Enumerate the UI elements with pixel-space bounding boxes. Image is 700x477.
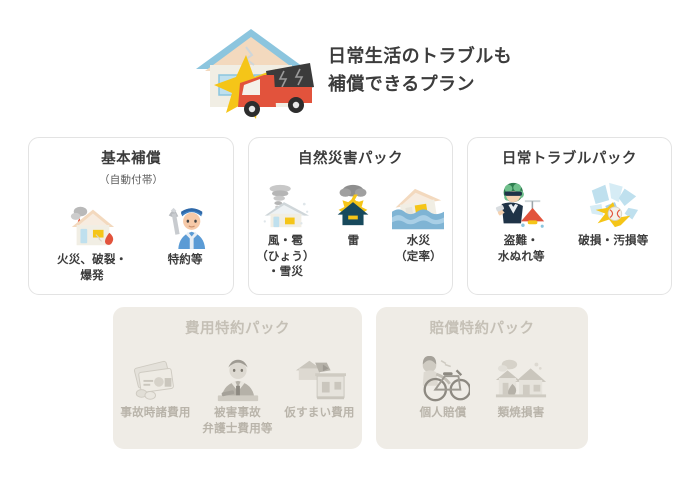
coverage-item[interactable]: 仮すまい費用 <box>282 352 358 422</box>
coverage-item-label: 事故時諸費用 <box>120 407 191 420</box>
card-title: 日常トラブルパック <box>501 151 637 167</box>
bicycle-person-icon <box>416 352 470 402</box>
coverage-item[interactable]: 風・雹 （ひょう） ・雪災 <box>251 178 319 281</box>
coverage-item[interactable]: 水災 （定率） <box>387 178 449 265</box>
coverage-item[interactable]: 破損・汚損等 <box>567 178 659 250</box>
card-daily-trouble-pack[interactable]: 日常トラブルパック <box>466 137 672 295</box>
card-title: 費用特約パック <box>185 321 290 337</box>
tornado-snow-house-icon <box>259 178 311 230</box>
card-natural-disaster-pack[interactable]: 自然災害パック <box>248 137 453 295</box>
hero-title: 日常生活のトラブルも 補償できるプラン <box>328 43 512 99</box>
broken-glass-ball-icon <box>586 178 640 230</box>
coverage-item-label: 類焼損害 <box>497 407 545 420</box>
coverage-item[interactable]: 雷 <box>325 178 381 250</box>
coverage-item[interactable]: 事故時諸費用 <box>118 352 194 422</box>
coverage-item-label: 雷 <box>347 235 360 248</box>
coverage-item-label: 水災 （定率） <box>395 235 442 263</box>
temporary-housing-icon <box>294 352 346 402</box>
coverage-item[interactable]: 類焼損害 <box>485 352 557 422</box>
coverage-item-label: 風・雹 （ひょう） ・雪災 <box>256 235 315 279</box>
coverage-item-label: 破損・汚損等 <box>578 235 649 248</box>
card-title: 基本補償 <box>101 151 162 167</box>
coverage-item-label: 火災、破裂・ 爆発 <box>57 254 128 282</box>
fire-spread-house-icon <box>494 352 548 402</box>
worker-wrench-icon <box>163 197 207 250</box>
coverage-item-label: 特約等 <box>167 254 203 267</box>
hero-section: 日常生活のトラブルも 補償できるプラン <box>0 18 700 123</box>
flood-house-icon <box>392 178 445 230</box>
hero-title-line2: 補償できるプラン <box>328 73 475 94</box>
hero-title-line1: 日常生活のトラブルも <box>328 45 512 66</box>
house-truck-crash-illustration <box>188 21 314 121</box>
coverage-item-label: 盗難・ 水ぬれ等 <box>497 235 545 263</box>
burglar-waterleak-icon <box>494 178 548 230</box>
card-items: 火災、破裂・ 爆発 <box>29 197 233 284</box>
card-liability-option-pack[interactable]: 賠償特約パック <box>376 307 588 449</box>
card-title: 自然災害パック <box>297 151 403 167</box>
coverage-item[interactable]: 火災、破裂・ 爆発 <box>46 197 138 284</box>
card-items: 事故時諸費用 <box>114 352 361 437</box>
lawyer-icon <box>214 352 262 402</box>
lightning-house-icon <box>330 178 376 230</box>
card-basic-coverage[interactable]: 基本補償 （自動付帯） <box>28 137 235 295</box>
burning-house-icon <box>67 197 117 249</box>
coverage-item[interactable]: 個人賠償 <box>407 352 479 422</box>
optional-packs-row: 費用特約パック <box>113 307 588 449</box>
card-items: 風・雹 （ひょう） ・雪災 <box>249 178 451 281</box>
coverage-item-label: 個人賠償 <box>419 407 467 420</box>
coverage-item[interactable]: 特約等 <box>154 197 216 269</box>
coverage-item-label: 仮すまい費用 <box>284 407 355 420</box>
cards-money-icon <box>130 352 182 402</box>
coverage-item-label: 被害事故 弁護士費用等 <box>202 407 273 435</box>
coverage-item[interactable]: 盗難・ 水ぬれ等 <box>479 178 563 265</box>
card-title: 賠償特約パック <box>429 321 535 337</box>
included-packs-row: 基本補償 （自動付帯） <box>28 137 672 295</box>
card-subtitle: （自動付帯） <box>99 174 164 187</box>
card-expense-option-pack[interactable]: 費用特約パック <box>113 307 362 449</box>
coverage-item[interactable]: 被害事故 弁護士費用等 <box>200 352 276 437</box>
card-items: 個人賠償 <box>377 352 587 422</box>
card-items: 盗難・ 水ぬれ等 <box>468 178 671 265</box>
